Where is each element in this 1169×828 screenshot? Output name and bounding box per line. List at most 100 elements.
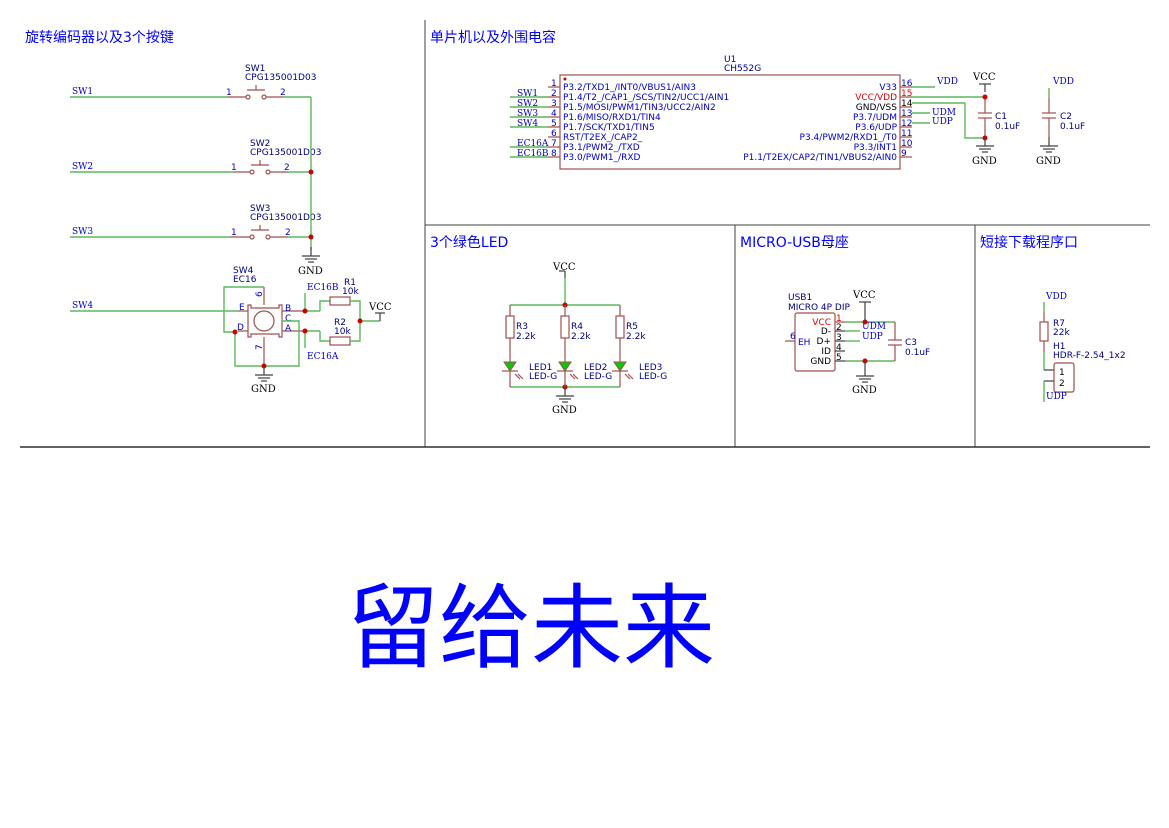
part-sw2: CPG135001D03 [250,148,321,158]
resistor-ref: R4 [571,322,583,332]
led-ref: LED1 [529,363,552,373]
usb-pin-number: 2 [836,323,842,333]
net-label-sw4: SW4 [72,301,93,311]
resistor [615,315,625,339]
pin-b: B [285,304,291,314]
ref-h1: H1 [1053,342,1066,352]
ref-sw1: SW1 [245,64,265,74]
mcu-pin-number: 13 [901,109,912,119]
net-label-ec16a: EC16A [307,352,339,362]
mcu-pin-name: GND/VSS [856,103,898,113]
led-part: LED-G [639,372,667,382]
led-icon [613,361,627,372]
mcu-pin-number: 3 [551,99,557,109]
sheet-frame [20,20,1150,448]
mcu-pin-name: P3.7/UDM [853,113,897,123]
download-header[interactable]: VDD R7 22k H1 HDR-F-2.54_1x2 1 2 UDP [1039,292,1126,402]
section-title-download: 短接下载程序口 [980,234,1078,251]
net-label-udp: UDP [862,332,883,342]
value-c1: 0.1uF [995,122,1020,132]
pin-number: 2 [284,163,290,173]
net-label: SW2 [517,99,538,109]
led-ref: LED2 [584,363,607,373]
mcu-pin-number: 14 [901,99,913,109]
resistor-value: 2.2k [516,332,536,342]
net-label-ec16b: EC16B [307,283,339,293]
usb-pin-number: 1 [836,314,842,324]
ref-sw3: SW3 [250,204,270,214]
ref-r7: R7 [1053,319,1065,329]
net-label: SW1 [517,89,538,99]
net-label-vdd: VDD [1052,77,1074,87]
mcu-pin-number: 4 [551,109,557,119]
usb-pin-number: 5 [836,353,842,363]
button-sw2[interactable]: SW2 1 2 SW2 CPG135001D03 [70,139,321,175]
led-network: VCC GND R32.2kLED1LED-GR42.2kLED2LED-GR5… [502,262,667,416]
ground-symbol [302,247,320,263]
pin-d: D [237,323,244,333]
mcu-pin-number: 1 [551,79,557,89]
mcu-pin-name: P1.1/T2EX/CAP2/TIN1/VBUS2/AIN0 [743,153,897,163]
part-sw1: CPG135001D03 [245,73,316,83]
net-label-sw3: SW3 [72,227,93,237]
usb-pin-number: 4 [836,343,842,353]
mcu-pin-name: P3.2/TXD1_/INT0/VBUS1/AIN3 [563,83,696,93]
pin-number: 1 [1059,368,1065,378]
mcu-pin-number: 2 [551,89,557,99]
mcu-pin-name: VCC/VDD [855,93,897,103]
resistor-ref: R3 [516,322,528,332]
led-ref: LED3 [639,363,662,373]
value-r7: 22k [1053,328,1070,338]
mcu-pin-name: RST/T2EX_/CAP2_ [563,133,643,143]
junction-dot [308,169,314,175]
mcu-pin-number: 5 [551,119,557,129]
gnd-label: GND [552,405,577,416]
button-sw1[interactable]: SW1 1 2 SW1 CPG135001D03 [70,64,316,100]
footer-big-text: 留给未来 [347,575,715,682]
ref-c1: C1 [995,112,1007,122]
gnd-label: GND [852,385,877,396]
section-title-led: 3个绿色LED [430,234,508,251]
usb-pin-name: D- [821,327,831,337]
mcu-pin-name: P3.6/UDP [855,123,897,133]
usb-pin-name: VCC [812,318,831,328]
pin-number: 2 [280,88,286,98]
net-label: SW4 [517,119,538,129]
pin-number: 2 [285,228,291,238]
ref-c2: C2 [1060,112,1072,122]
led-icon [503,361,517,372]
part-sw3: CPG135001D03 [250,213,321,223]
net-label-vdd: VDD [1045,292,1067,302]
resistor-value: 2.2k [571,332,591,342]
encoder-sw4[interactable]: SW4 SW4 EC16 E D B C A 6 7 GND EC16B [70,266,392,395]
led-icon [558,361,572,372]
pin-eh: EH [798,338,810,348]
resistor [560,315,570,339]
button-sw3[interactable]: SW3 1 2 SW3 CPG135001D03 [70,204,321,240]
section-title-usb: MICRO-USB母座 [740,235,849,251]
usb-pin-name: D+ [817,337,831,347]
ref-usb1: USB1 [788,293,812,303]
mcu-pin-name: P1.4/T2_/CAP1_/SCS/TIN2/UCC1/AIN1 [563,93,729,103]
ref-sw2: SW2 [250,139,270,149]
pin-number: 1 [231,228,237,238]
mcu-pin-number: 15 [901,89,912,99]
pin-6: 6 [255,291,265,297]
section-title-mcu: 单片机以及外围电容 [430,29,556,46]
mcu-pin-name: V33 [879,83,897,93]
pin-number: 1 [226,88,232,98]
net-label: SW3 [517,109,538,119]
gnd-label: GND [251,384,276,395]
part-ec16: EC16 [233,275,257,285]
ref-r1: R1 [344,278,356,288]
net-label: EC16A [517,139,549,149]
pin-7: 7 [255,344,265,350]
mcu-pin-number: 16 [901,79,913,89]
mcu-power-network: VDD UDM UDP VCC GND C1 0.1uF VDD [912,72,1085,167]
net-label-udm: UDM [932,108,956,118]
pin-c: C [285,314,291,324]
part-h1: HDR-F-2.54_1x2 [1053,351,1126,361]
net-label-udp: UDP [1046,392,1067,402]
